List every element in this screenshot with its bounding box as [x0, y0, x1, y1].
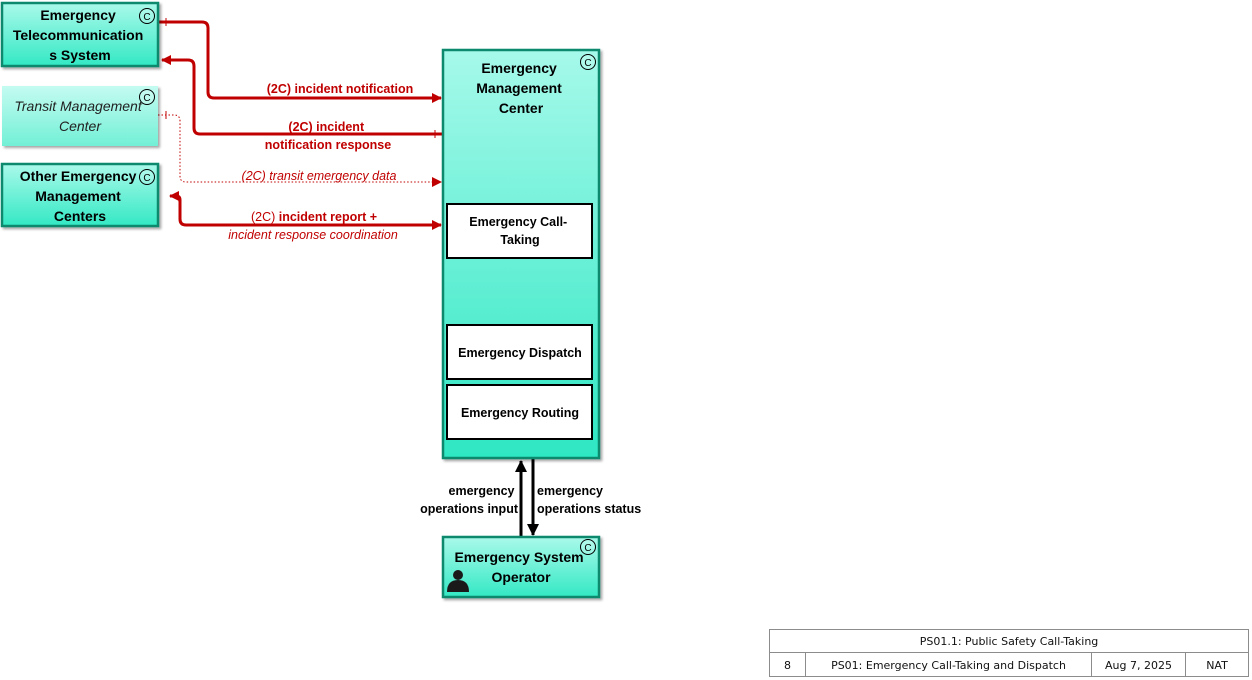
node-label: Transit Management Center	[14, 98, 145, 134]
svg-text:C: C	[584, 58, 591, 69]
flow-label-incident-response-coordination: incident response coordination	[228, 228, 398, 242]
flow-label-incident-notification-response: (2C) incident notification response	[265, 120, 391, 152]
node-emergency-management-center[interactable]: Emergency Management Center C Emergency …	[441, 48, 601, 460]
flow-incident-report-coordination[interactable]: (2C) incident report + incident response…	[169, 191, 442, 242]
title-block-title: PS01.1: Public Safety Call-Taking	[770, 630, 1248, 653]
diagram-date: Aug 7, 2025	[1092, 653, 1186, 677]
svg-text:C: C	[143, 12, 150, 23]
class-c-icon: C	[580, 54, 596, 70]
function-label: Emergency Dispatch	[458, 346, 582, 360]
flow-label-incident-report: (2C) incident report +	[251, 210, 377, 224]
person-icon	[447, 570, 469, 592]
function-emergency-call-taking[interactable]: Emergency Call- Taking	[446, 203, 593, 259]
node-other-emergency-management-centers[interactable]: Other Emergency Management Centers C	[0, 162, 160, 228]
diagram-region: NAT	[1206, 658, 1228, 672]
node-transit-management-center[interactable]: Transit Management Center C	[2, 86, 158, 146]
flow-emergency-operations-status[interactable]: emergency operations status	[527, 459, 641, 536]
package-name: PS01: Emergency Call-Taking and Dispatch	[806, 653, 1092, 677]
flow-incident-notification-response[interactable]: (2C) incident notification response	[161, 55, 451, 152]
diagram-title: PS01.1: Public Safety Call-Taking	[919, 634, 1099, 648]
node-label: Other Emergency Management Centers	[20, 168, 141, 224]
class-c-icon: C	[139, 8, 155, 24]
flow-label-transit-emergency-data: (2C) transit emergency data	[242, 169, 397, 183]
function-label: Emergency Call- Taking	[469, 215, 570, 247]
node-emergency-system-operator[interactable]: Emergency System Operator C	[441, 535, 601, 599]
node-label: Emergency Telecommunication s System	[13, 7, 147, 63]
flow-label-operations-status: emergency operations status	[537, 484, 641, 516]
node-label: Emergency System Operator	[454, 549, 587, 585]
node-label: Emergency Management Center	[476, 60, 565, 116]
svg-text:C: C	[143, 93, 150, 104]
class-c-icon: C	[139, 169, 155, 185]
page-number: 8	[770, 653, 806, 677]
flow-label-incident-notification: (2C) incident notification	[267, 82, 414, 96]
svg-text:C: C	[584, 543, 591, 554]
function-label: Emergency Routing	[461, 406, 579, 420]
node-emergency-telecommunications-system[interactable]: Emergency Telecommunication s System C	[0, 1, 160, 68]
class-c-icon: C	[139, 89, 155, 105]
title-block: PS01.1: Public Safety Call-Taking 8 PS01…	[769, 629, 1249, 677]
flow-emergency-operations-input[interactable]: emergency operations input	[420, 460, 527, 537]
svg-text:C: C	[143, 173, 150, 184]
flow-label-operations-input: emergency operations input	[420, 484, 519, 516]
class-c-icon: C	[580, 539, 596, 555]
function-emergency-dispatch[interactable]: Emergency Dispatch	[446, 324, 593, 380]
function-emergency-routing[interactable]: Emergency Routing	[446, 384, 593, 440]
